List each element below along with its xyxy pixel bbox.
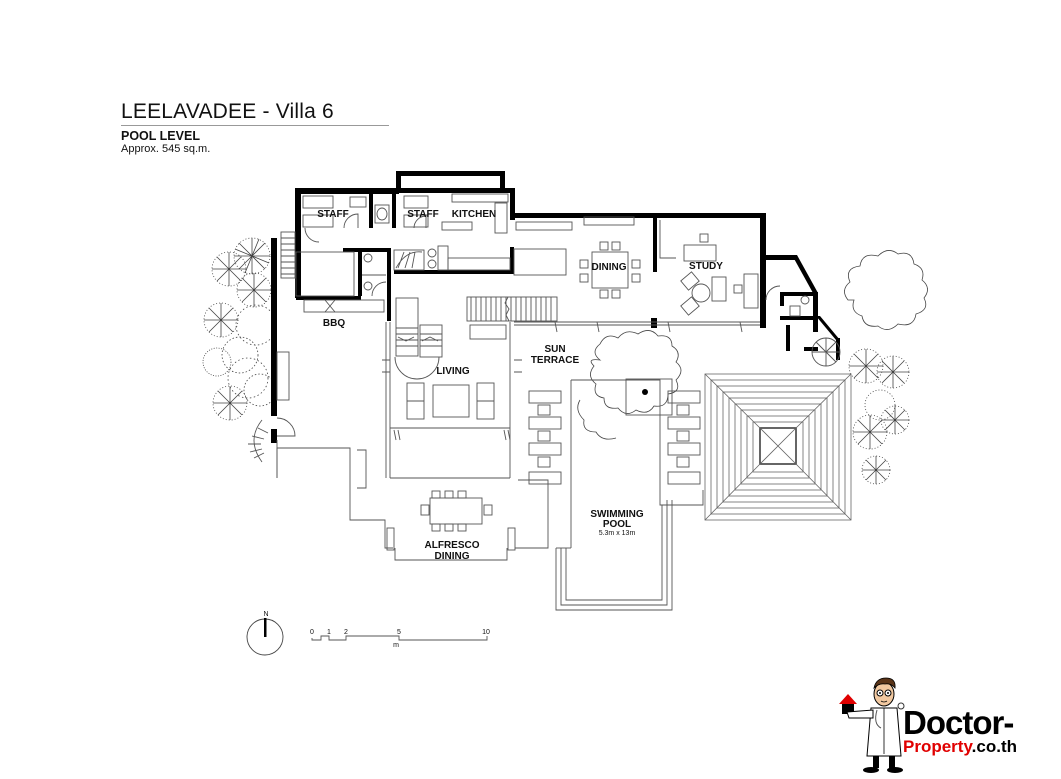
scale-tick-2: 2 bbox=[344, 629, 348, 636]
logo-text-doctor: Doctor- bbox=[903, 704, 1014, 741]
title-divider bbox=[121, 125, 389, 126]
room-label-alfresco-1: ALFRESCO bbox=[425, 540, 480, 551]
room-label-sun-terrace-1: SUN bbox=[544, 344, 565, 355]
plan-area: Approx. 545 sq.m. bbox=[121, 143, 211, 155]
scale-tick-10: 10 bbox=[482, 629, 490, 636]
north-compass: N bbox=[246, 611, 284, 656]
doctor-property-logo[interactable]: Doctor- Property.co.th bbox=[835, 676, 1057, 776]
pedestal-marker bbox=[642, 389, 648, 395]
interior-fixtures bbox=[248, 193, 841, 611]
room-label-living: LIVING bbox=[436, 366, 470, 377]
logo-text-tld: .co.th bbox=[971, 737, 1017, 756]
logo-text-domain: Property.co.th bbox=[903, 738, 1017, 756]
plan-level: POOL LEVEL bbox=[121, 129, 200, 143]
room-label-pool-1: SWIMMING bbox=[590, 509, 644, 520]
room-labels: STAFF STAFF KITCHEN DINING STUDY BBQ LIV… bbox=[317, 209, 723, 562]
plan-title: LEELAVADEE - Villa 6 bbox=[121, 100, 334, 123]
structural-walls bbox=[271, 171, 840, 443]
room-label-staff-1: STAFF bbox=[317, 209, 348, 220]
doctor-mascot-icon bbox=[839, 677, 905, 773]
pool-dimensions: 5.3m x 13m bbox=[599, 530, 636, 537]
compass-north-label: N bbox=[263, 611, 268, 618]
sala-pyramid-roof bbox=[704, 373, 852, 521]
scale-bar: 0 1 2 5 10 m bbox=[310, 629, 490, 649]
left-vegetation bbox=[202, 237, 277, 421]
right-vegetation bbox=[577, 250, 928, 485]
logo-text-property: Property bbox=[903, 737, 972, 756]
room-label-dining: DINING bbox=[592, 262, 627, 273]
room-label-pool-2: POOL bbox=[603, 519, 631, 530]
north-arrow-icon bbox=[264, 618, 267, 637]
scale-tick-0: 0 bbox=[310, 629, 314, 636]
room-label-staff-2: STAFF bbox=[407, 209, 438, 220]
title-block: LEELAVADEE - Villa 6 POOL LEVEL Approx. … bbox=[121, 100, 391, 156]
room-label-alfresco-2: DINING bbox=[435, 551, 470, 562]
room-label-kitchen: KITCHEN bbox=[452, 209, 496, 220]
room-label-study: STUDY bbox=[689, 261, 723, 272]
scale-tick-1: 1 bbox=[327, 629, 331, 636]
room-label-sun-terrace-2: TERRACE bbox=[531, 355, 580, 366]
scale-tick-5: 5 bbox=[397, 629, 401, 636]
scale-unit: m bbox=[393, 642, 399, 649]
room-label-bbq: BBQ bbox=[323, 318, 345, 329]
